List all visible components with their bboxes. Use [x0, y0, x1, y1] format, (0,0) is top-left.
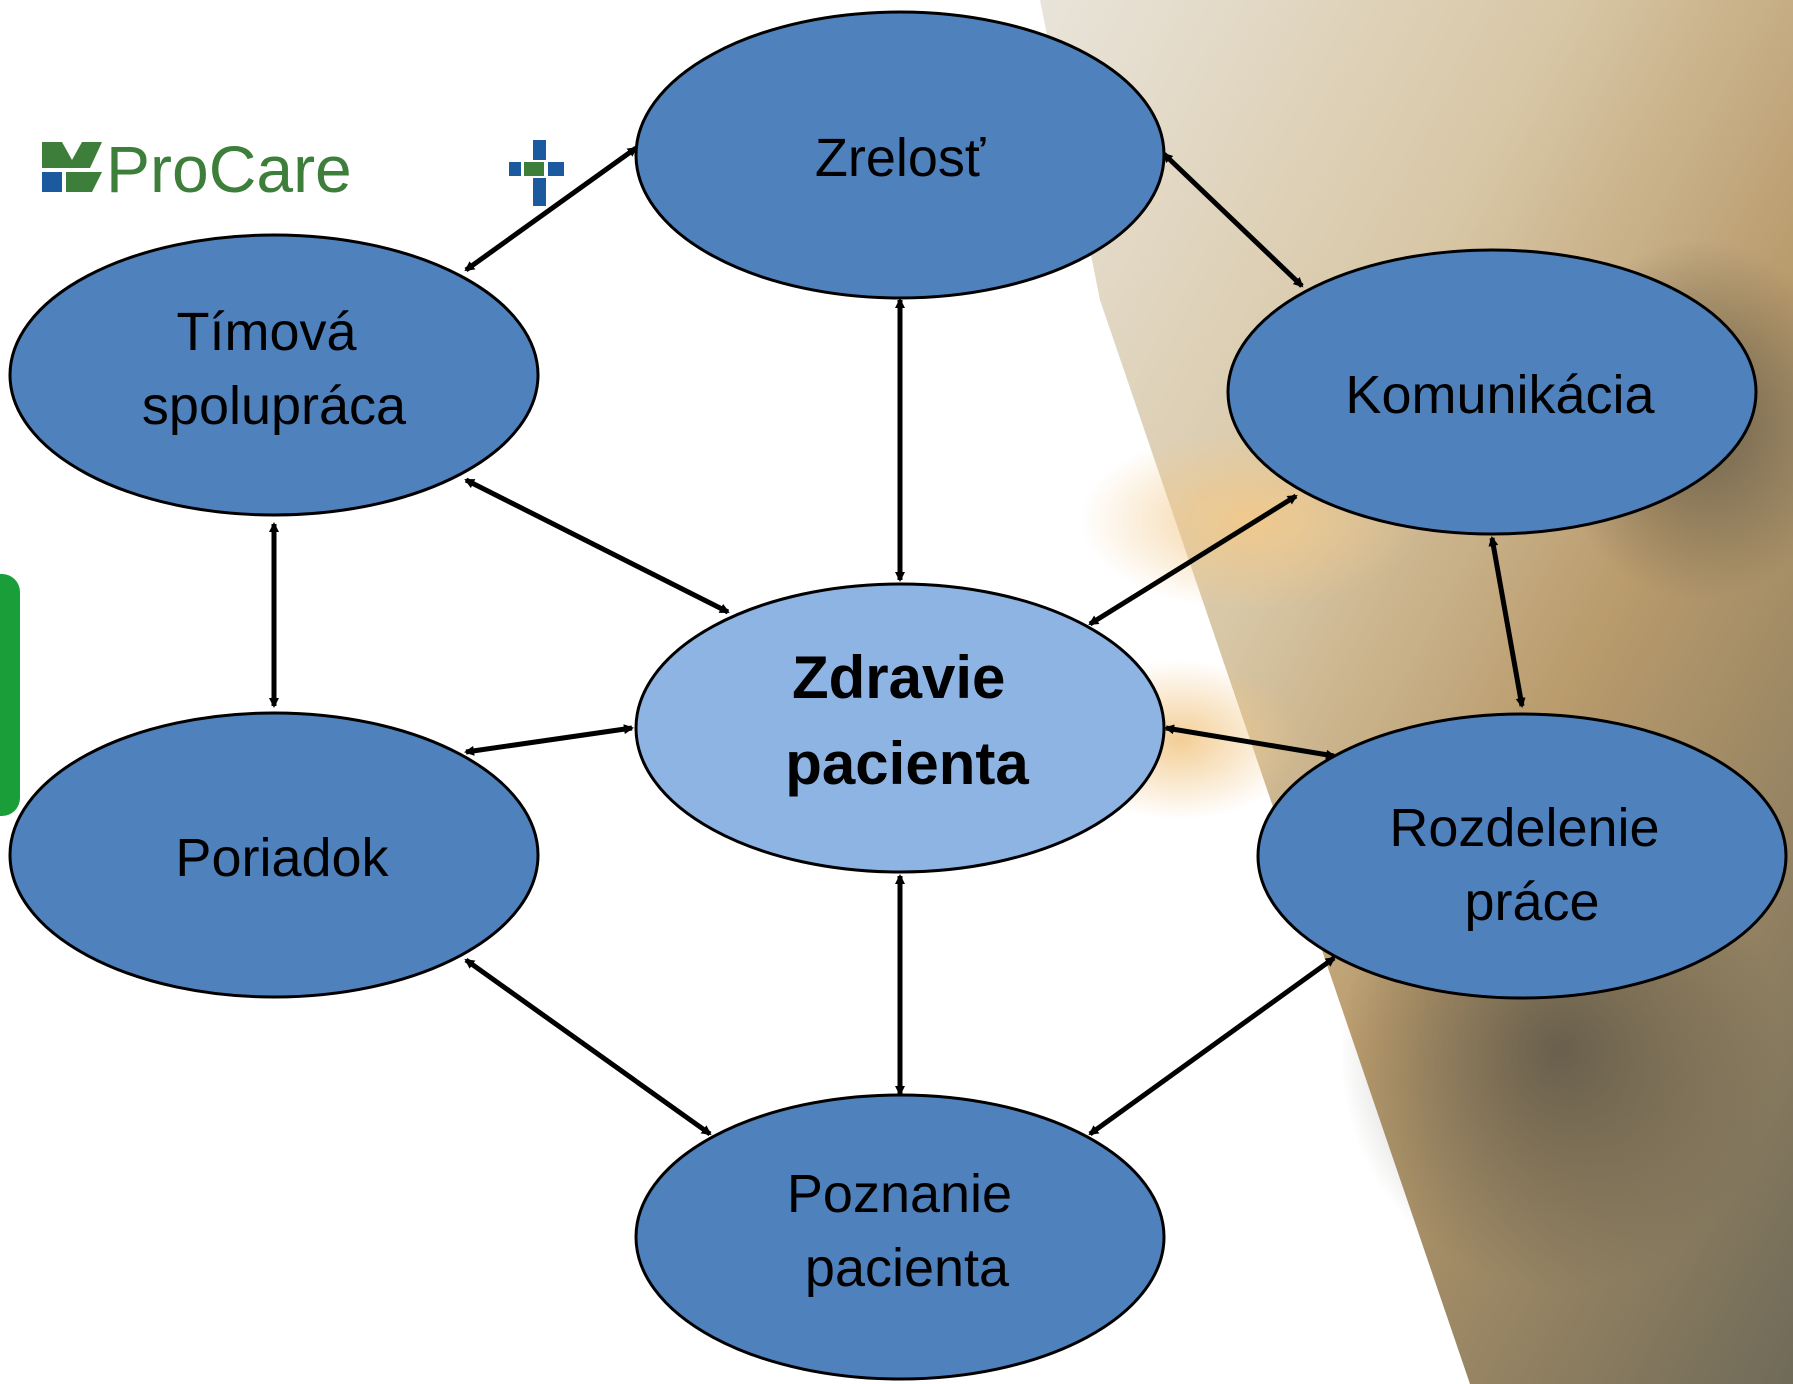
node-poriadok-label: Poriadok: [175, 828, 389, 888]
node-rozdelenie-line1: Rozdelenie: [1389, 798, 1659, 858]
node-zrelost-label: Zrelosť: [815, 128, 986, 188]
procare-logo-text: ProCare: [106, 132, 352, 206]
node-timova-line1: Tímová: [176, 302, 357, 362]
node-zdravie-pacienta: Zdravie pacienta: [634, 582, 1166, 874]
green-side-tab: [0, 574, 20, 816]
arrow-timova-center: [464, 477, 730, 615]
node-timova-line2: spolupráca: [142, 376, 407, 436]
svg-text:Komunikácia: Komunikácia: [1345, 365, 1655, 425]
arrow-komunikacia-center: [1088, 493, 1298, 627]
node-timova-spolupraca: Tímová spolupráca: [8, 233, 540, 517]
arrow-poriadok-poznanie: [464, 957, 712, 1137]
node-poriadok: Poriadok: [8, 711, 540, 999]
svg-text:Tímová spolupráca: Tímová spolupráca: [142, 302, 407, 436]
node-poznanie-line2: pacienta: [805, 1238, 1010, 1298]
node-rozdelenie-prace: Rozdelenie práce: [1256, 712, 1788, 1000]
node-komunikacia: Komunikácia: [1226, 248, 1758, 536]
node-poznanie-line1: Poznanie: [787, 1164, 1012, 1224]
node-center-line2: pacienta: [785, 730, 1029, 797]
procare-logo-mark: [42, 142, 102, 192]
arrows: [269, 145, 1526, 1137]
node-zrelost: Zrelosť: [634, 10, 1166, 300]
node-rozdelenie-line2: práce: [1464, 872, 1599, 932]
arrow-poriadok-center: [464, 724, 634, 756]
svg-text:Rozdelenie práce: Rozdelenie práce: [1389, 798, 1674, 932]
svg-text:Poznanie pacienta: Poznanie pacienta: [787, 1164, 1027, 1298]
svg-text:Zrelosť: Zrelosť: [815, 128, 986, 188]
arrow-timova-zrelost: [464, 145, 638, 273]
svg-text:Zdravie pacienta: Zdravie pacienta: [785, 644, 1029, 797]
arrow-komunikacia-rozdelenie: [1488, 536, 1526, 708]
procare-logo: ProCare: [42, 132, 352, 206]
node-komunikacia-label: Komunikácia: [1345, 365, 1655, 425]
svg-text:Poriadok: Poriadok: [175, 828, 389, 888]
node-poznanie-pacienta: Poznanie pacienta: [634, 1093, 1166, 1381]
arrow-rozdelenie-poznanie: [1088, 955, 1336, 1137]
node-center-line1: Zdravie: [792, 644, 1005, 711]
partner-logo-mark: [509, 140, 564, 206]
arrow-zrelost-komunikacia: [1162, 152, 1304, 288]
arrow-center-rozdelenie: [1164, 724, 1336, 760]
